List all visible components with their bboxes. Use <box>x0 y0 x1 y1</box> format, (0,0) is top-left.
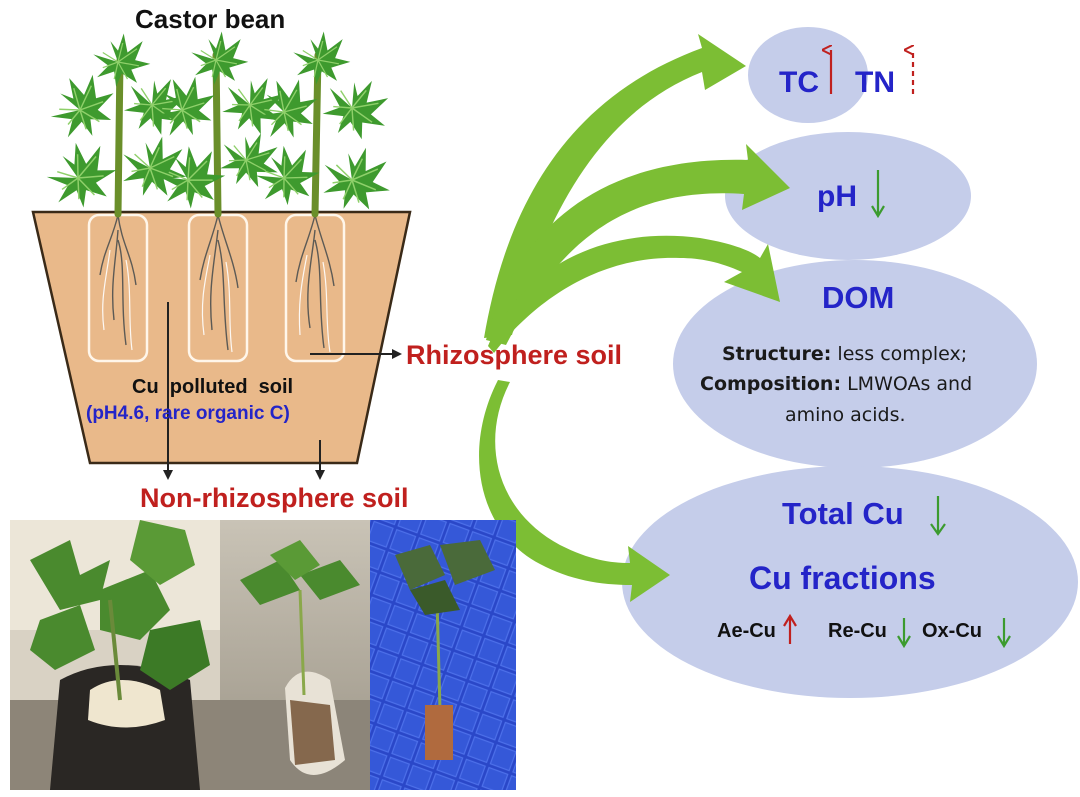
down-arrow-icon <box>997 618 1011 649</box>
rhizosphere-soil-label: Rhizosphere soil <box>406 340 623 370</box>
plant-label: Castor bean <box>135 4 286 34</box>
tc-tn-ellipse <box>748 27 868 123</box>
total-cu-label: Total Cu <box>782 496 904 531</box>
structure-key: Structure: <box>722 343 832 365</box>
pot <box>31 210 412 465</box>
down-arrow-icon <box>930 496 946 536</box>
ae-cu-label: Ae-Cu <box>717 620 776 642</box>
composition-value: LMWOAs and <box>841 373 973 395</box>
castor-stems <box>114 51 322 218</box>
tc-label: TC <box>779 66 819 99</box>
connector-arrows <box>163 302 402 480</box>
non-rhizosphere-soil-label: Non-rhizosphere soil <box>140 483 409 513</box>
photo-strip <box>10 520 516 790</box>
down-arrow-icon <box>871 170 885 219</box>
ph-label: pH <box>817 180 857 213</box>
dom-title: DOM <box>822 280 895 315</box>
structure-value: less complex; <box>831 343 968 365</box>
cu-fractions-label: Cu fractions <box>749 560 936 596</box>
curved-arrow-icon <box>479 34 790 602</box>
composition-key: Composition: <box>700 373 842 395</box>
re-cu-label: Re-Cu <box>828 620 887 642</box>
ox-cu-label: Ox-Cu <box>922 620 982 642</box>
tn-label: TN <box>855 66 895 99</box>
down-arrow-icon <box>897 618 911 649</box>
ph-ellipse <box>725 132 971 260</box>
soil-properties: (pH4.6, rare organic C) <box>86 403 290 424</box>
soil-label: Cu polluted soil <box>132 376 294 398</box>
dom-composition-cont: amino acids. <box>785 404 906 426</box>
dom-structure: Structure: less complex; <box>722 340 967 368</box>
dom-ellipse <box>673 260 1037 468</box>
up-arrow-icon <box>783 613 797 644</box>
dom-composition: Composition: LMWOAs and <box>700 370 972 398</box>
copper-ellipse <box>622 466 1078 698</box>
